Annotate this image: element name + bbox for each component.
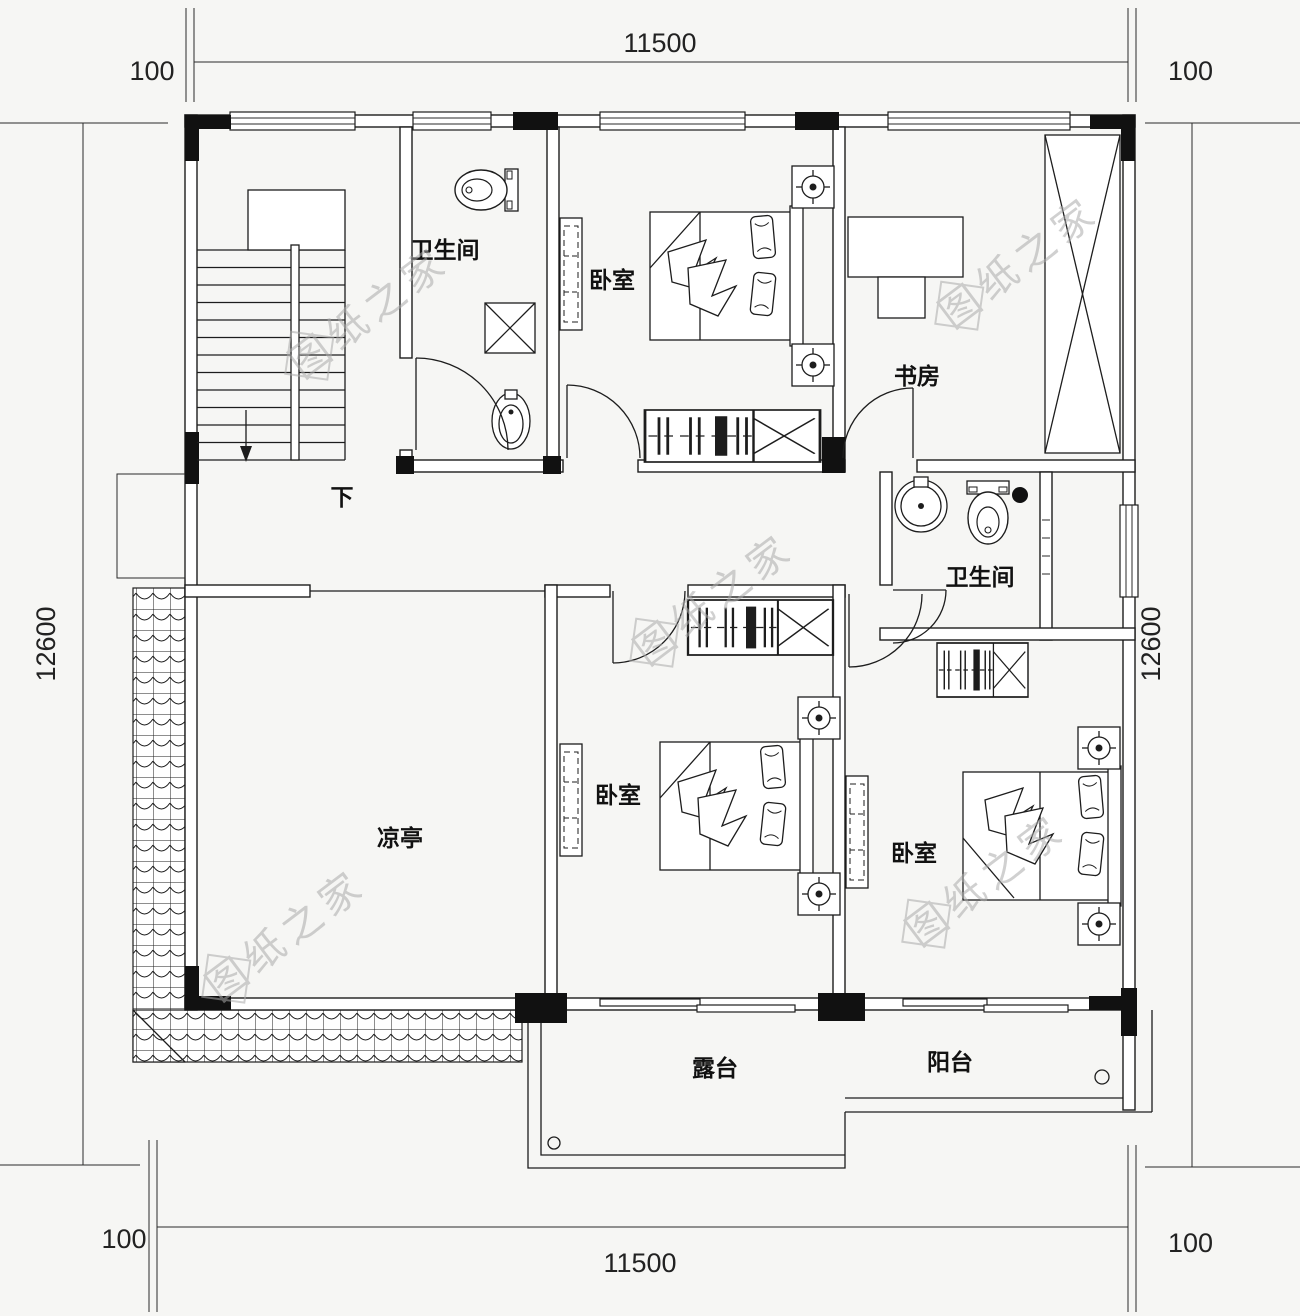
- tile-strip-bottom: [132, 1009, 523, 1063]
- wall-bedroom-study: [832, 126, 846, 473]
- roof-tile-strips: [132, 587, 523, 1063]
- dim-offset-bottom-right: 100: [1168, 1228, 1213, 1258]
- wardrobe-symbol: [643, 408, 822, 464]
- stair-down-arrow: [240, 410, 252, 462]
- window-top-bathroom: [412, 111, 492, 131]
- chair-symbol: [877, 276, 926, 319]
- wall-stairs-bath: [399, 126, 413, 359]
- room-label-study: 书房: [894, 363, 940, 389]
- wall-hall-top-1: [399, 459, 564, 473]
- door-arc-bathroom-top: [415, 357, 509, 451]
- dimension-right: 12600: [1136, 122, 1300, 1168]
- dim-offset-top-left: 100: [129, 56, 174, 86]
- toilet-icon: [454, 168, 519, 212]
- room-label-bathroom-mid: 卫生间: [946, 564, 1015, 590]
- bed-symbol: [649, 205, 804, 347]
- dimension-annotations: 11500 100 100 12600 12600 11500 100 100: [0, 8, 1300, 1312]
- door-arc-bedroom-mid: [612, 590, 686, 664]
- wall-pavilion-bedroom: [544, 584, 558, 1011]
- shower-icon: [484, 302, 536, 354]
- nightstand-lamp: [791, 165, 835, 209]
- stair-handrail: [290, 244, 300, 461]
- dim-width-bottom: 11500: [603, 1248, 676, 1278]
- wall-outer-left: [184, 114, 198, 1011]
- structural-columns: [185, 112, 1137, 1036]
- room-label-terrace: 露台: [692, 1055, 738, 1081]
- dimension-bottom: 11500 100 100: [101, 1140, 1213, 1312]
- room-label-bathroom-top: 卫生间: [411, 237, 480, 263]
- stairs-down-label: 下: [331, 484, 354, 510]
- wall-bath2-bottom: [879, 627, 1136, 641]
- bedroom-mid-furniture: [559, 590, 841, 916]
- staircase: [197, 189, 346, 462]
- watermark: 图纸之家: [198, 862, 375, 1010]
- vent-lines-bath2: [1042, 519, 1050, 575]
- room-label-balcony: 阳台: [927, 1049, 973, 1075]
- stair-landing: [247, 189, 346, 251]
- sliding-door-balcony: [902, 998, 1069, 1013]
- room-label-bedroom-mid: 卧室: [595, 782, 641, 808]
- wall-hall-top-3: [916, 459, 1136, 473]
- terrace-outline: [527, 1010, 846, 1169]
- wardrobe-x-symbol: [1044, 134, 1121, 454]
- desk-symbol: [847, 216, 964, 278]
- balcony-outline: [845, 1009, 1153, 1113]
- nightstand-lamp: [791, 343, 835, 387]
- sliding-door-terrace: [599, 998, 796, 1013]
- study-furniture: [842, 134, 1121, 459]
- dim-offset-top-right: 100: [1168, 56, 1213, 86]
- bathroom-top-fixtures: [415, 168, 536, 451]
- door-arc-bedroom-right: [848, 593, 923, 668]
- nightstand-lamp: [1077, 902, 1121, 946]
- toilet-icon: [966, 480, 1010, 545]
- wall-bath2-left: [879, 471, 893, 586]
- left-bay: [116, 473, 186, 579]
- dim-offset-bottom-left: 100: [101, 1224, 146, 1254]
- door-arc-bedroom-top: [566, 384, 641, 459]
- window-top-study: [887, 111, 1071, 131]
- dim-height-right: 12600: [1136, 606, 1166, 681]
- window-top-bedroom: [599, 111, 746, 131]
- bed-symbol: [962, 765, 1122, 907]
- bed-symbol: [659, 735, 814, 877]
- dim-height-left: 12600: [31, 606, 61, 681]
- dresser-symbol: [559, 217, 583, 331]
- room-label-bedroom-top: 卧室: [589, 267, 635, 293]
- washbasin-icon: [491, 389, 531, 450]
- room-label-bedroom-right: 卧室: [891, 840, 937, 866]
- windows: [229, 111, 1139, 1013]
- wardrobe-symbol: [936, 642, 1029, 698]
- window-right-bathroom: [1119, 504, 1139, 598]
- tile-miter-line: [132, 1009, 186, 1063]
- dimension-left: 12600: [0, 122, 168, 1166]
- wall-pavilion-top: [184, 584, 311, 598]
- washbasin-icon: [894, 476, 948, 533]
- room-labels: 卫生间 卧室 书房 卫生间 卧室 卧室 凉亭 露台 阳台 下: [331, 237, 1015, 1081]
- bedroom-top-furniture: [559, 165, 835, 464]
- dresser-symbol: [845, 775, 869, 889]
- watermark-text: 图纸之家: [281, 239, 458, 387]
- door-arc-study: [842, 387, 914, 459]
- nightstand-lamp: [1077, 726, 1121, 770]
- watermarks: 图纸之家 图纸之家 图纸之家 图纸之家 图纸之家: [198, 189, 1108, 1010]
- nightstand-lamp: [797, 872, 841, 916]
- dimension-top: 11500 100 100: [129, 8, 1213, 102]
- balcony-drain: [1094, 1069, 1110, 1085]
- wall-bedroom2-bedroom3: [832, 584, 846, 1011]
- dim-width-top: 11500: [623, 28, 696, 58]
- door-arc-bathroom-mid: [892, 589, 947, 644]
- watermark-text: 图纸之家: [198, 862, 375, 1010]
- bedroom-right-furniture: [845, 593, 1122, 946]
- drain-dot: [1012, 487, 1028, 503]
- dresser-symbol: [559, 743, 583, 857]
- tile-strip-left: [132, 587, 186, 1063]
- nightstand-lamp: [797, 696, 841, 740]
- wall-bath-bedroom: [546, 126, 560, 473]
- window-top-stairs: [229, 111, 356, 131]
- bathroom-mid-fixtures: [892, 476, 1029, 698]
- room-label-pavilion: 凉亭: [377, 825, 423, 851]
